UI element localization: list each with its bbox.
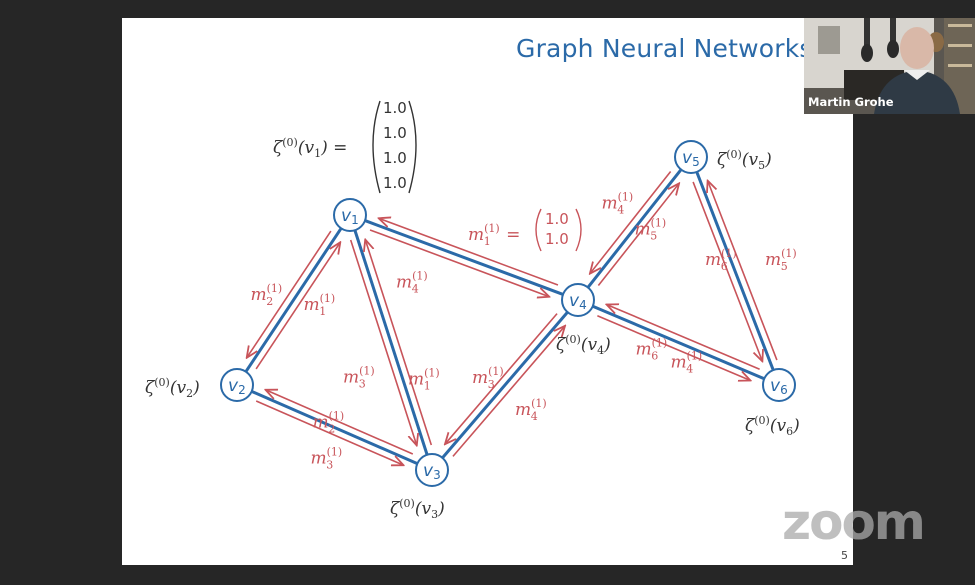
initial-state-label: ζ(0)(v1) = <box>273 136 347 160</box>
node-v5: v5 <box>674 140 708 174</box>
msg-left-paren <box>535 208 542 252</box>
message-label-v6-to-v4: m(1)6 <box>636 337 668 363</box>
state-label-v4: ζ(0)(v4) <box>556 333 611 357</box>
vector-entry: 1.0 <box>383 124 407 142</box>
message-arrow-v6-to-v4 <box>607 304 760 370</box>
message-example-label: m(1)1 = <box>468 222 520 248</box>
message-label-v3-to-v2: m(1)3 <box>311 446 343 472</box>
message-arrow-v3-to-v4 <box>452 326 565 457</box>
message-arrow-v2-to-v3 <box>255 400 403 465</box>
message-arrow-v3-to-v2 <box>265 390 414 455</box>
vector-entry: 1.0 <box>383 149 407 167</box>
initial-state-vector: 1.0 1.0 1.0 1.0 <box>383 99 407 192</box>
node-v6: v6 <box>762 368 796 402</box>
left-paren <box>372 100 381 194</box>
vector-entry: 1.0 <box>383 174 407 192</box>
message-label-v5-to-v4: m(1)5 <box>635 217 667 243</box>
message-arrow-v4-to-v3 <box>445 313 558 445</box>
message-arrow-v4-to-v1 <box>379 218 559 286</box>
vector-entry: 1.0 <box>383 99 407 117</box>
state-label-v5: ζ(0)(v5) <box>717 148 772 172</box>
state-label-v6: ζ(0)(v6) <box>745 414 800 438</box>
edge-v1-v2 <box>244 227 343 373</box>
message-arrow-v5-to-v6 <box>692 181 762 361</box>
node-circle <box>220 368 254 402</box>
message-arrow-v3-to-v1 <box>365 240 433 446</box>
slide <box>122 18 853 565</box>
message-arrow-v2-to-v1 <box>255 242 340 370</box>
message-arrow-v5-to-v4 <box>590 170 672 273</box>
message-label-v1-to-v2: m(1)1 <box>304 292 336 318</box>
slide-title: Graph Neural Networks <box>516 34 813 63</box>
message-arrow-v1-to-v2 <box>247 230 332 358</box>
node-circle <box>674 140 708 174</box>
participant-name: Martin Grohe <box>808 95 894 109</box>
edge-v1-v4 <box>364 219 564 296</box>
node-v2: v2 <box>220 368 254 402</box>
message-label-v4-to-v3: m(1)4 <box>515 397 547 423</box>
message-label-v2-to-v1: m(1)2 <box>251 282 283 308</box>
message-label-v5-to-v6: m(1)5 <box>765 247 797 273</box>
node-v3: v3 <box>415 453 449 487</box>
message-label-v4-to-v1: m(1)4 <box>396 270 428 296</box>
edge-v2-v3 <box>251 390 418 465</box>
initial-state-equation: ζ(0)(v1) = 1.0 1.0 1.0 1.0 <box>273 99 417 194</box>
video-feed <box>804 18 975 114</box>
state-label-v2: ζ(0)(v2) <box>145 376 200 400</box>
zoom-watermark: zoom <box>782 493 926 551</box>
message-arrow-v1-to-v3 <box>349 239 417 445</box>
message-arrow-v4-to-v6 <box>597 315 750 381</box>
right-paren <box>408 100 417 194</box>
edge-v4-v6 <box>592 304 765 381</box>
message-label-v4-to-v6: m(1)4 <box>671 350 703 376</box>
message-arrow-v4-to-v5 <box>597 183 679 287</box>
msg-right-paren <box>575 208 582 252</box>
message-label-v3-to-v1: m(1)3 <box>343 365 375 391</box>
state-label-v3: ζ(0)(v3) <box>390 497 445 521</box>
participant-video[interactable]: Martin Grohe <box>804 18 975 114</box>
message-label-v4-to-v5: m(1)4 <box>602 191 634 217</box>
node-circle <box>415 453 449 487</box>
vector-entry: 1.0 <box>545 210 569 228</box>
message-arrow-v1-to-v4 <box>369 229 549 297</box>
message-label-v3-to-v4: m(1)3 <box>472 365 504 391</box>
node-circle <box>333 198 367 232</box>
edge-v4-v5 <box>586 168 683 289</box>
message-arrow-v6-to-v5 <box>708 181 778 361</box>
page-number: 5 <box>841 549 848 562</box>
node-circle <box>762 368 796 402</box>
edges-layer <box>244 168 778 466</box>
edge-v3-v4 <box>441 311 569 459</box>
node-v1: v1 <box>333 198 367 232</box>
node-v4: v4 <box>561 283 595 317</box>
message-label-v1-to-v3: m(1)1 <box>408 367 440 393</box>
node-circle <box>561 283 595 317</box>
edge-v1-v3 <box>353 229 429 456</box>
nodes-layer: v1 v2 v3 v4 v5 v6 <box>220 140 796 487</box>
edge-v5-v6 <box>695 171 775 371</box>
vector-entry: 1.0 <box>545 230 569 248</box>
